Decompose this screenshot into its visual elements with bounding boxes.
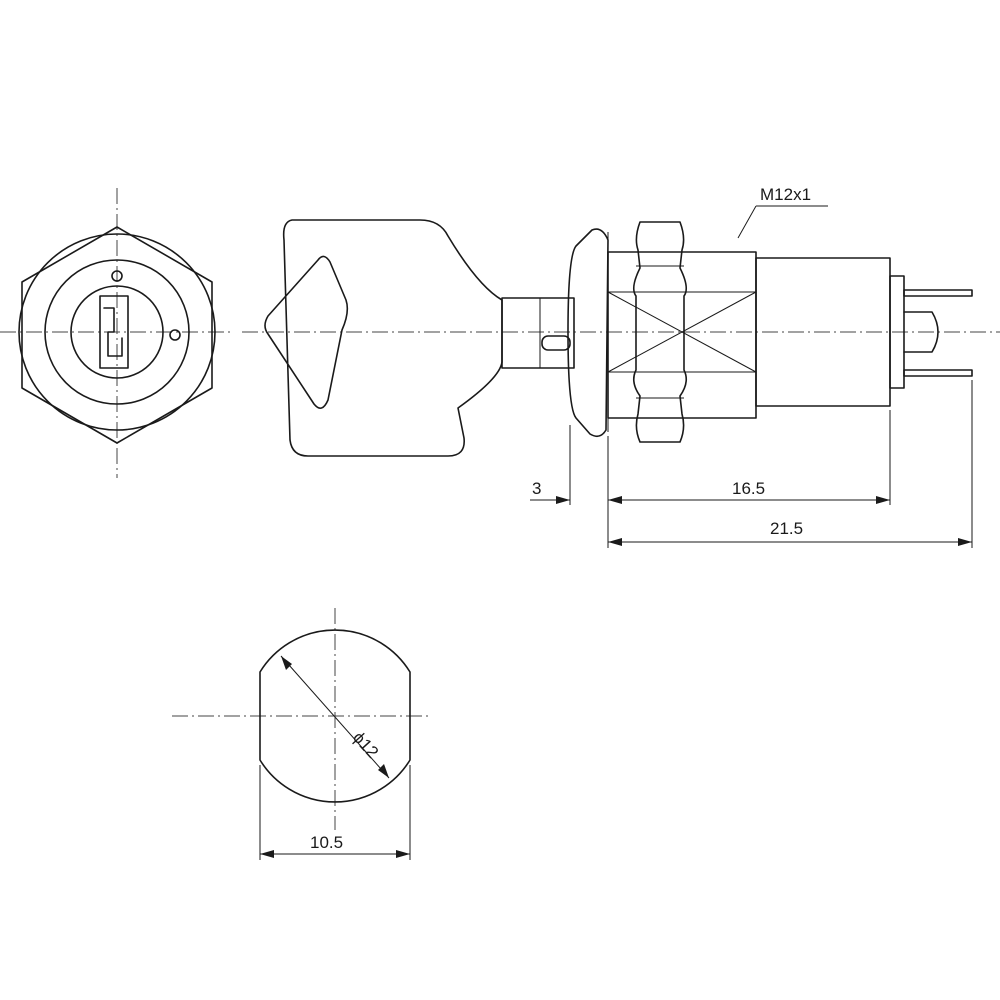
terminal-pin-top [903,289,973,297]
cutout-outline [259,629,411,803]
dim-arrow-total-left [608,538,622,546]
dim-arrow-body-left [608,496,622,504]
terminal-pin-bottom [903,369,973,377]
dim-label-flat: 10.5 [310,833,343,852]
hex-nut-side [632,221,688,443]
keyway-slot [99,295,129,369]
front-flange [567,228,609,438]
outer-bezel-circle [18,233,216,431]
dim-label-body: 16.5 [732,479,765,498]
dim-arrow-diameter-bottom [378,764,389,778]
thread-label: M12x1 [760,185,811,204]
dim-arrow-body-right [876,496,890,504]
dim-label-total: 21.5 [770,519,803,538]
key-shank [501,297,575,369]
dim-arrow-total-right [958,538,972,546]
side-dimensions: 3 16.5 21.5 [530,380,973,548]
indicator-dot-top [111,270,123,282]
dim-arrow-diameter-top [281,656,292,670]
side-view: M12x1 [242,185,1000,457]
lock-face-circle [44,259,190,405]
key-grip-hole [264,255,349,409]
rear-cap [889,275,905,389]
indicator-dot-right [169,329,181,341]
panel-cutout-view: ϕ12 10.5 [172,608,432,860]
dim-arrow-flat-left [260,850,274,858]
dim-label-diameter: ϕ12 [349,728,382,762]
thread-cross-b [607,291,757,373]
key-blade-tab [541,335,571,351]
key-head [282,219,503,457]
front-view [0,188,232,478]
thread-leader-line [737,205,757,239]
dim-label-flange: 3 [532,479,541,498]
rear-actuator-nub [903,311,939,353]
keyway-circle [70,285,164,379]
dim-line-diameter [280,655,390,779]
dim-arrow-flat-right [396,850,410,858]
dim-arrow-flange [556,496,570,504]
hex-nut-outline [21,226,213,444]
